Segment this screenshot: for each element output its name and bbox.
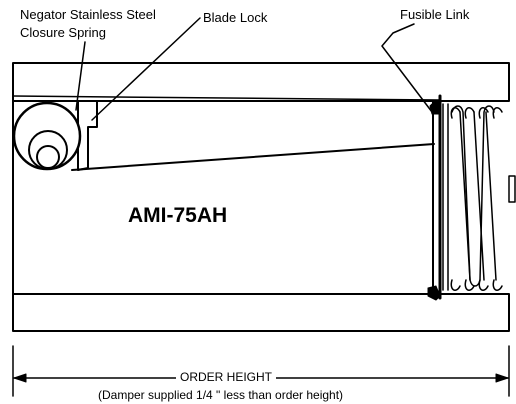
order-height-note: (Damper supplied 1/4 " less than order h… — [98, 388, 344, 402]
order-height-label: ORDER HEIGHT — [176, 371, 277, 384]
dimension-arrow-right — [495, 373, 509, 383]
dimension-arrow-left — [13, 373, 27, 383]
spring-label: Negator Stainless Steel — [20, 7, 156, 22]
bottom-frame-bar — [12, 293, 510, 332]
blade-lock-label: Blade Lock — [203, 10, 268, 25]
blade-line — [71, 143, 435, 171]
top-frame-bar — [12, 62, 510, 102]
fusible-link-leader — [381, 23, 433, 113]
spring-label-line2: Closure Spring — [20, 25, 106, 40]
spring-leader — [75, 41, 86, 111]
right-latch — [508, 175, 516, 203]
model-label: AMI-75AH — [128, 204, 228, 227]
spring-spool-core — [36, 145, 60, 169]
fusible-link-label: Fusible Link — [400, 7, 470, 22]
coil-spring — [451, 105, 495, 287]
blade-lock-leader — [91, 17, 201, 121]
